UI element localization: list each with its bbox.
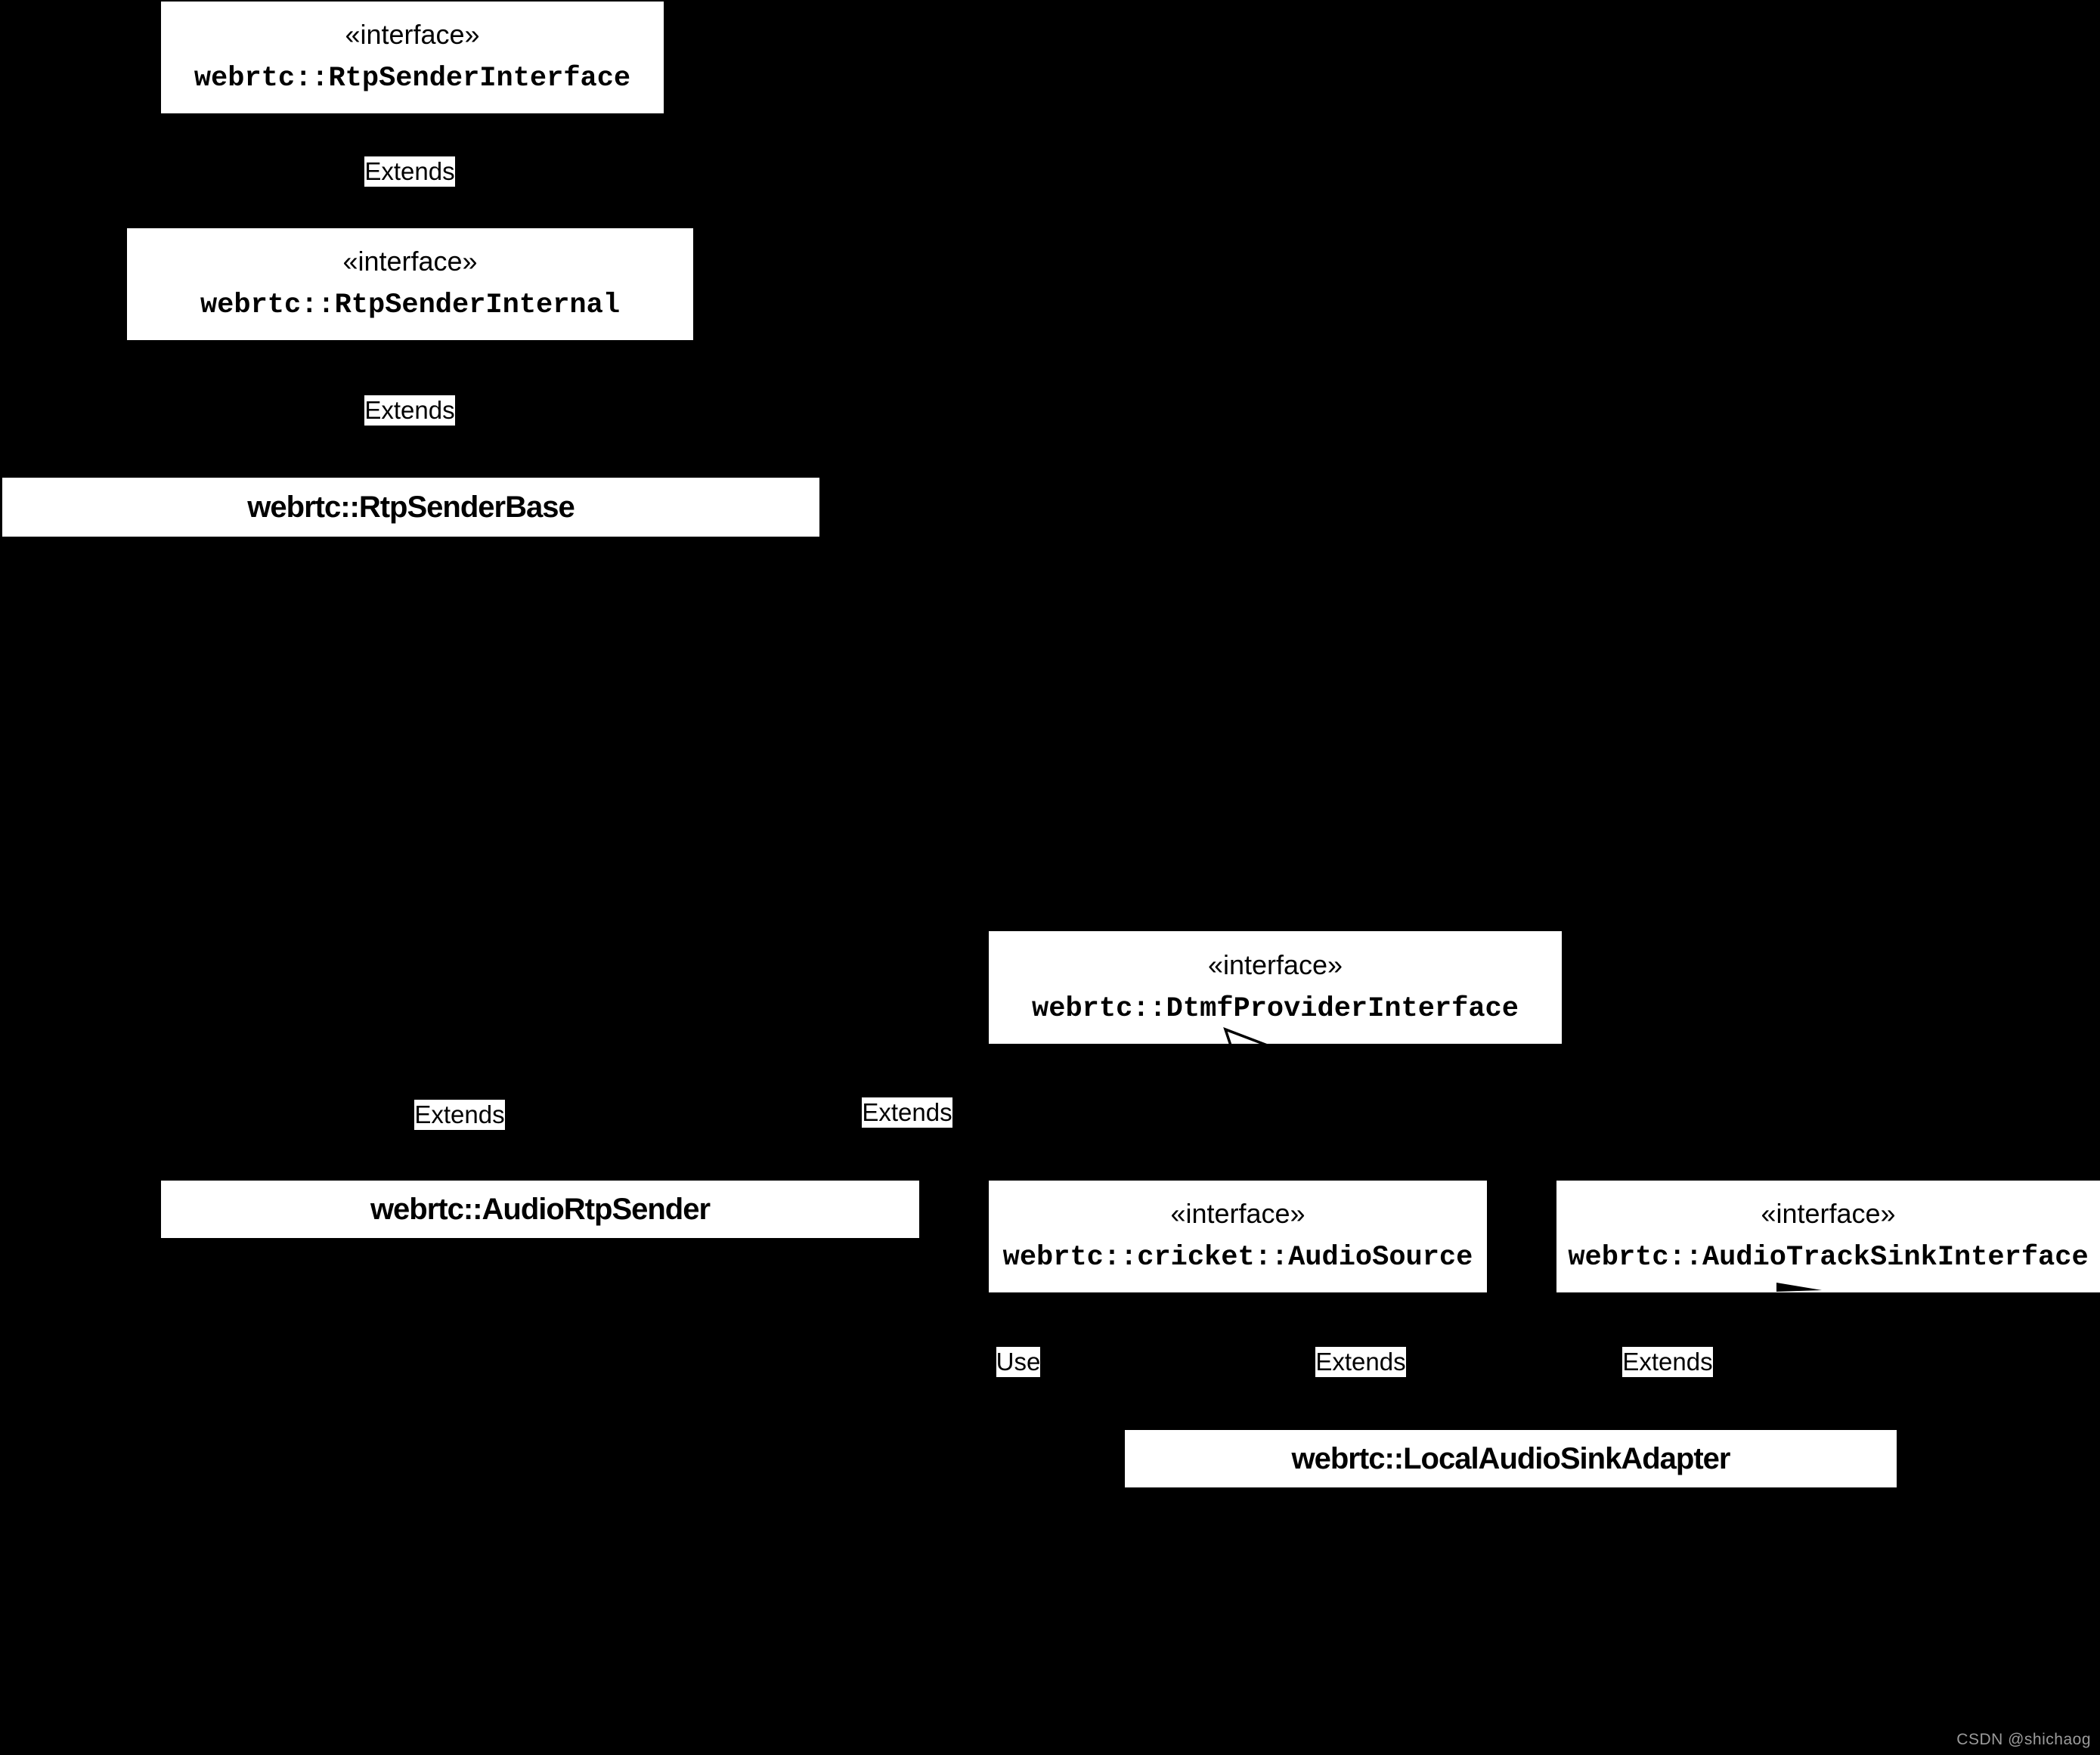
interface-name: webrtc::RtpSenderInternal	[200, 289, 621, 322]
class-name: webrtc::RtpSenderBase	[247, 490, 575, 524]
interface-name: webrtc::RtpSenderInterface	[194, 63, 631, 95]
class-name: webrtc::LocalAudioSinkAdapter	[1291, 1441, 1731, 1475]
edge-label-use: Use	[996, 1347, 1041, 1377]
edge-label-extends: Extends	[862, 1097, 952, 1128]
class-box-cricket-audio-source: «interface» webrtc::cricket::AudioSource	[989, 1181, 1487, 1292]
stereotype-label: «interface»	[1207, 949, 1343, 980]
edge-label-extends: Extends	[1315, 1347, 1406, 1377]
interface-name: webrtc::cricket::AudioSource	[1002, 1242, 1473, 1274]
class-box-rtp-sender-interface: «interface» webrtc::RtpSenderInterface	[161, 2, 664, 113]
interface-name: webrtc::AudioTrackSinkInterface	[1568, 1242, 2089, 1274]
interface-name: webrtc::DtmfProviderInterface	[1032, 992, 1519, 1025]
edge-label-extends: Extends	[364, 156, 455, 187]
edge-label-extends: Extends	[364, 395, 455, 426]
class-box-rtp-sender-internal: «interface» webrtc::RtpSenderInternal	[127, 228, 693, 340]
class-name: webrtc::AudioRtpSender	[370, 1192, 711, 1226]
stereotype-label: «interface»	[1761, 1198, 1896, 1230]
class-box-audio-track-sink-interface: «interface» webrtc::AudioTrackSinkInterf…	[1556, 1181, 2100, 1292]
stereotype-label: «interface»	[342, 246, 478, 277]
class-box-local-audio-sink-adapter: webrtc::LocalAudioSinkAdapter	[1125, 1430, 1897, 1487]
class-box-rtp-sender-base: webrtc::RtpSenderBase	[2, 478, 819, 537]
edge-label-extends: Extends	[1622, 1347, 1713, 1377]
stereotype-label: «interface»	[1170, 1198, 1306, 1230]
stereotype-label: «interface»	[345, 19, 480, 51]
edge-label-extends: Extends	[414, 1100, 505, 1130]
class-box-audio-rtp-sender: webrtc::AudioRtpSender	[161, 1181, 919, 1238]
watermark: CSDN @shichaog	[1956, 1731, 2091, 1748]
class-box-dtmf-provider-interface: «interface» webrtc::DtmfProviderInterfac…	[989, 931, 1562, 1044]
